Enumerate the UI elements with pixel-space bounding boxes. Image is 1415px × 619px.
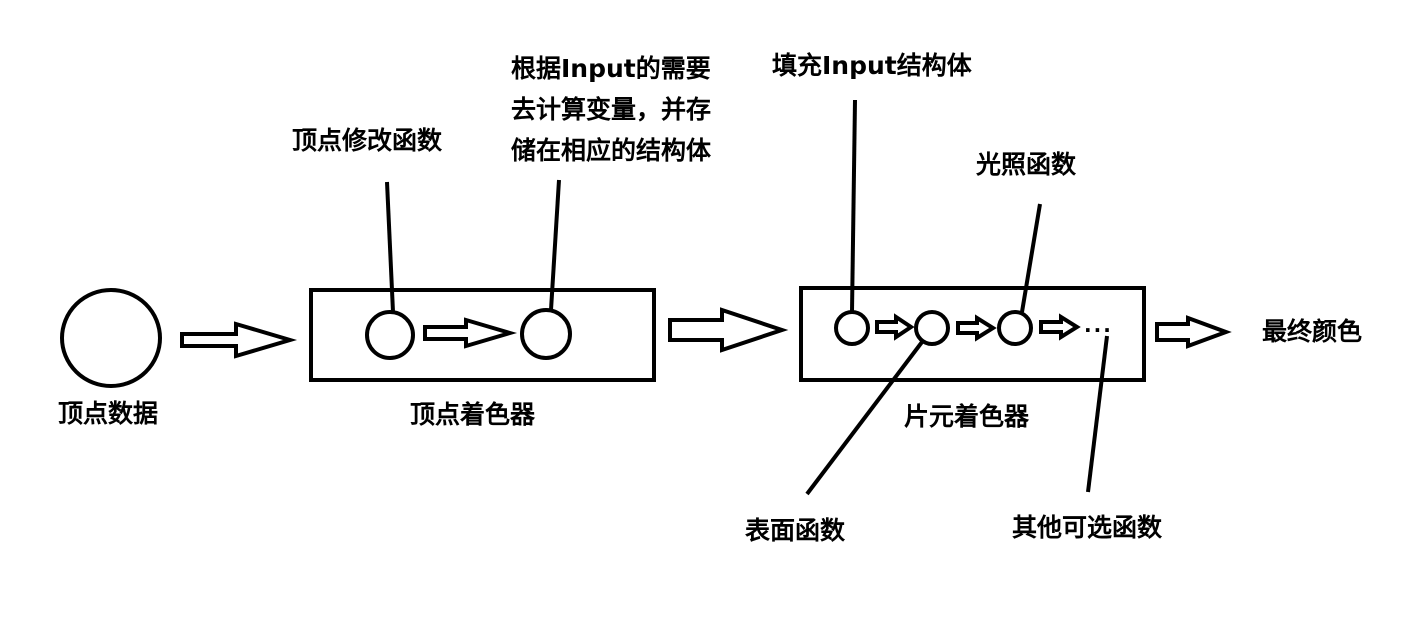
lighting-function-node <box>997 310 1033 346</box>
other-optional-functions-label: 其他可选函数 <box>1012 513 1163 542</box>
pointer-other-optional <box>1086 335 1109 493</box>
fill-input-node <box>834 310 870 346</box>
fragment-shader-label: 片元着色器 <box>904 402 1030 431</box>
compute-note-line-2: 去计算变量，并存 <box>511 95 712 124</box>
compute-note-line-3: 储在相应的结构体 <box>511 136 712 165</box>
fill-input-struct-label: 填充Input结构体 <box>772 51 972 80</box>
vertex-shader-box <box>309 288 656 382</box>
lighting-function-label: 光照函数 <box>976 150 1077 179</box>
vertex-modify-function-label: 顶点修改函数 <box>292 126 443 155</box>
pointer-fill-input <box>850 99 857 313</box>
vertex-data-node <box>60 288 162 388</box>
vertex-shader-label: 顶点着色器 <box>410 400 536 429</box>
pointer-vertex-modify <box>385 181 395 313</box>
pointer-compute-note <box>549 179 561 311</box>
compute-note-line-1: 根据Input的需要 <box>511 54 711 83</box>
compute-variables-node <box>520 308 572 360</box>
fragment-shader-box <box>799 286 1146 382</box>
ellipsis-label: ··· <box>1084 318 1113 342</box>
arrow-fill-to-surface <box>875 313 915 341</box>
pointer-lighting <box>1020 203 1042 313</box>
compute-note-label: 根据Input的需要 去计算变量，并存 储在相应的结构体 <box>511 48 711 171</box>
arrow-surface-to-lighting <box>956 314 997 342</box>
final-color-label: 最终颜色 <box>1262 317 1363 346</box>
vertex-data-label: 顶点数据 <box>58 399 159 428</box>
surface-function-node <box>914 310 950 346</box>
surface-function-label: 表面函数 <box>745 516 846 545</box>
arrow-data-to-vertex <box>180 321 298 359</box>
arrow-lighting-to-more <box>1039 313 1081 341</box>
vertex-modify-node <box>365 310 415 360</box>
arrow-fragment-to-final <box>1155 315 1232 349</box>
arrow-vertex-to-fragment <box>668 307 789 353</box>
arrow-inside-vertex <box>423 317 518 349</box>
pointer-surface <box>805 340 924 496</box>
